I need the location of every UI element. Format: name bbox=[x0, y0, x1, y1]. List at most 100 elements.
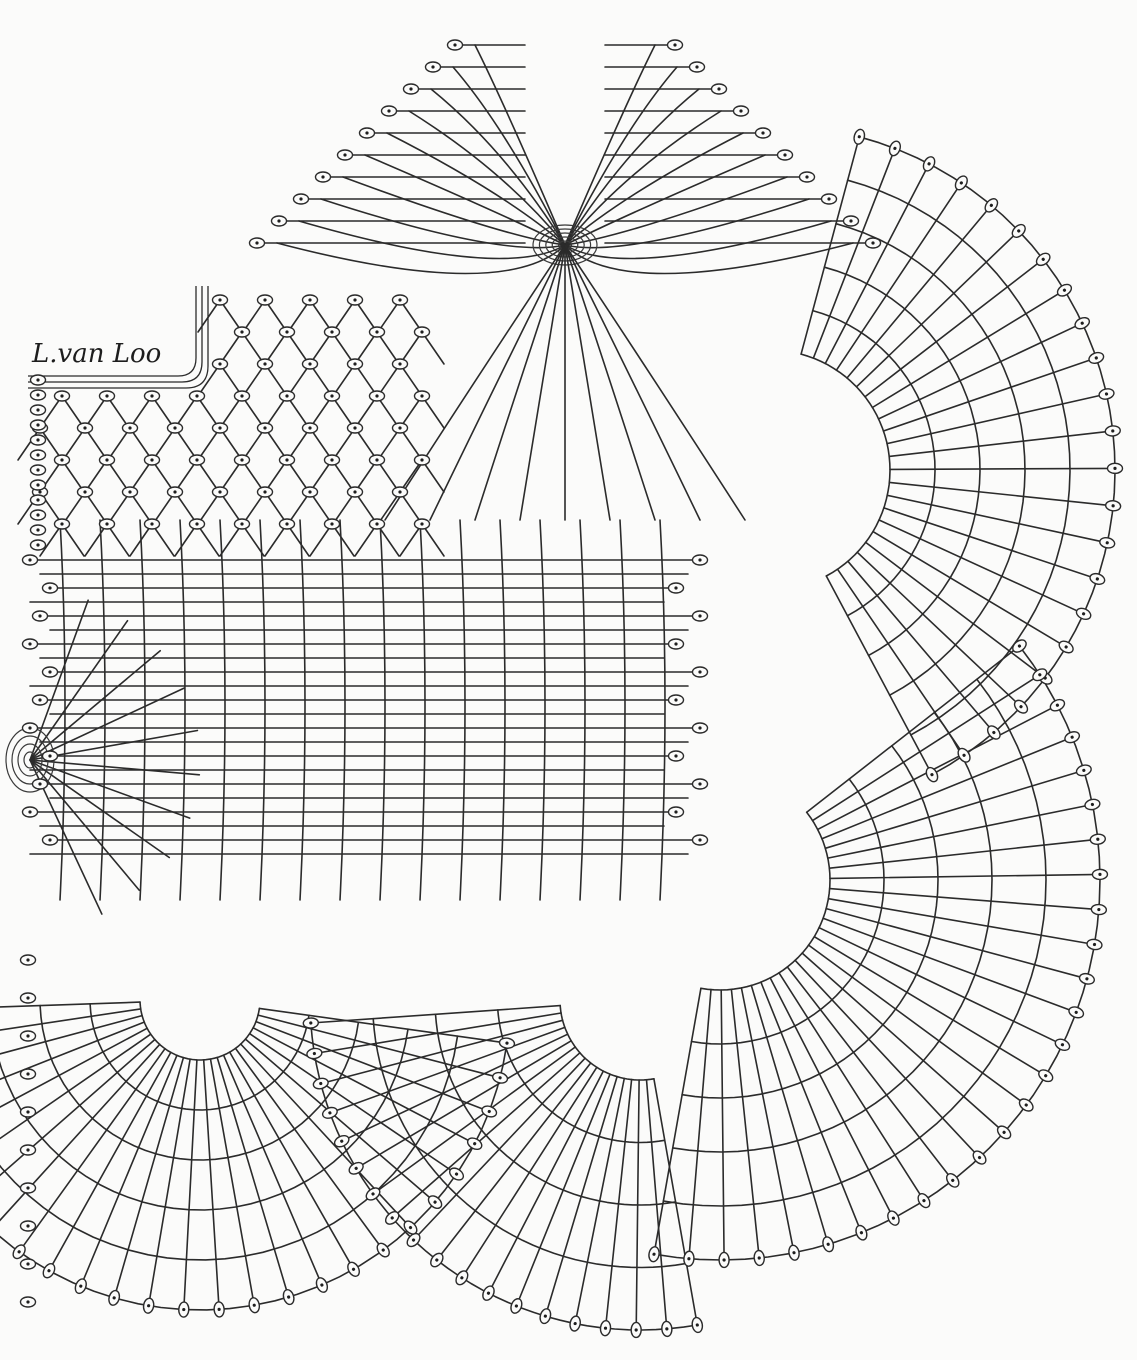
pin-hole bbox=[33, 779, 48, 789]
pin-hole bbox=[683, 1251, 694, 1267]
pin-hole bbox=[258, 487, 273, 497]
pin-hole bbox=[43, 667, 58, 677]
pin-hole bbox=[258, 423, 273, 433]
pin-hole bbox=[280, 519, 295, 529]
pin-hole bbox=[393, 423, 408, 433]
pin-hole bbox=[23, 723, 38, 733]
pin-hole bbox=[78, 423, 93, 433]
pin-hole bbox=[393, 487, 408, 497]
pin-hole bbox=[23, 639, 38, 649]
pin-hole bbox=[844, 216, 859, 226]
pin-hole bbox=[316, 172, 331, 182]
lobe-spoke bbox=[890, 468, 1115, 469]
pin-hole bbox=[303, 359, 318, 369]
pin-hole bbox=[693, 555, 708, 565]
pin-hole bbox=[31, 450, 46, 460]
pin-hole bbox=[21, 1183, 36, 1193]
pin-hole bbox=[415, 391, 430, 401]
pin-hole bbox=[693, 723, 708, 733]
pin-hole bbox=[448, 40, 463, 50]
pin-hole bbox=[21, 1259, 36, 1269]
pin-hole bbox=[693, 835, 708, 845]
pin-hole bbox=[258, 359, 273, 369]
pin-hole bbox=[123, 487, 138, 497]
pin-hole bbox=[303, 295, 318, 305]
pin-hole bbox=[690, 62, 705, 72]
pin-hole bbox=[756, 128, 771, 138]
pin-hole bbox=[21, 993, 36, 1003]
pin-hole bbox=[43, 583, 58, 593]
pin-hole bbox=[1091, 904, 1107, 915]
pin-hole bbox=[235, 391, 250, 401]
pin-hole bbox=[280, 455, 295, 465]
pin-hole bbox=[669, 807, 684, 817]
pin-hole bbox=[31, 495, 46, 505]
pin-hole bbox=[693, 779, 708, 789]
pin-hole bbox=[145, 519, 160, 529]
pin-hole bbox=[21, 1107, 36, 1117]
pin-hole bbox=[866, 238, 881, 248]
pin-hole bbox=[338, 150, 353, 160]
pin-hole bbox=[348, 423, 363, 433]
pin-hole bbox=[272, 216, 287, 226]
pin-hole bbox=[123, 423, 138, 433]
pin-hole bbox=[393, 295, 408, 305]
pin-hole bbox=[21, 1031, 36, 1041]
pin-hole bbox=[370, 391, 385, 401]
pin-hole bbox=[348, 487, 363, 497]
pin-hole bbox=[280, 327, 295, 337]
pin-hole bbox=[294, 194, 309, 204]
pin-hole bbox=[669, 751, 684, 761]
pin-hole bbox=[21, 1221, 36, 1231]
pin-hole bbox=[100, 455, 115, 465]
pin-hole bbox=[693, 667, 708, 677]
pin-hole bbox=[325, 327, 340, 337]
pin-hole bbox=[415, 327, 430, 337]
pin-hole bbox=[213, 423, 228, 433]
pin-hole bbox=[370, 455, 385, 465]
pin-hole bbox=[382, 106, 397, 116]
pin-hole bbox=[31, 510, 46, 520]
pin-hole bbox=[734, 106, 749, 116]
pin-hole bbox=[303, 423, 318, 433]
pin-hole bbox=[822, 194, 837, 204]
pin-hole bbox=[31, 390, 46, 400]
pin-hole bbox=[631, 1322, 641, 1337]
pin-hole bbox=[669, 695, 684, 705]
pin-hole bbox=[370, 327, 385, 337]
pin-hole bbox=[325, 455, 340, 465]
pin-hole bbox=[325, 391, 340, 401]
pin-hole bbox=[325, 519, 340, 529]
pin-hole bbox=[235, 327, 250, 337]
pin-hole bbox=[1107, 463, 1122, 473]
pin-hole bbox=[190, 519, 205, 529]
pin-hole bbox=[100, 519, 115, 529]
pin-hole bbox=[178, 1302, 189, 1318]
pin-hole bbox=[661, 1321, 672, 1337]
pin-hole bbox=[145, 455, 160, 465]
pin-hole bbox=[415, 455, 430, 465]
pin-hole bbox=[214, 1302, 225, 1318]
pin-hole bbox=[668, 40, 683, 50]
signature-text: L.van Loo bbox=[31, 339, 161, 369]
pin-hole bbox=[348, 295, 363, 305]
pin-hole bbox=[23, 555, 38, 565]
pin-hole bbox=[190, 455, 205, 465]
pin-hole bbox=[190, 391, 205, 401]
pin-hole bbox=[31, 375, 46, 385]
pin-hole bbox=[21, 1297, 36, 1307]
pin-hole bbox=[31, 480, 46, 490]
pin-hole bbox=[393, 359, 408, 369]
pin-hole bbox=[31, 405, 46, 415]
pin-hole bbox=[21, 955, 36, 965]
pin-hole bbox=[78, 487, 93, 497]
pin-hole bbox=[55, 391, 70, 401]
pin-hole bbox=[303, 1018, 319, 1029]
pin-hole bbox=[31, 420, 46, 430]
pin-hole bbox=[31, 540, 46, 550]
pin-hole bbox=[31, 435, 46, 445]
pin-hole bbox=[348, 359, 363, 369]
pin-hole bbox=[360, 128, 375, 138]
